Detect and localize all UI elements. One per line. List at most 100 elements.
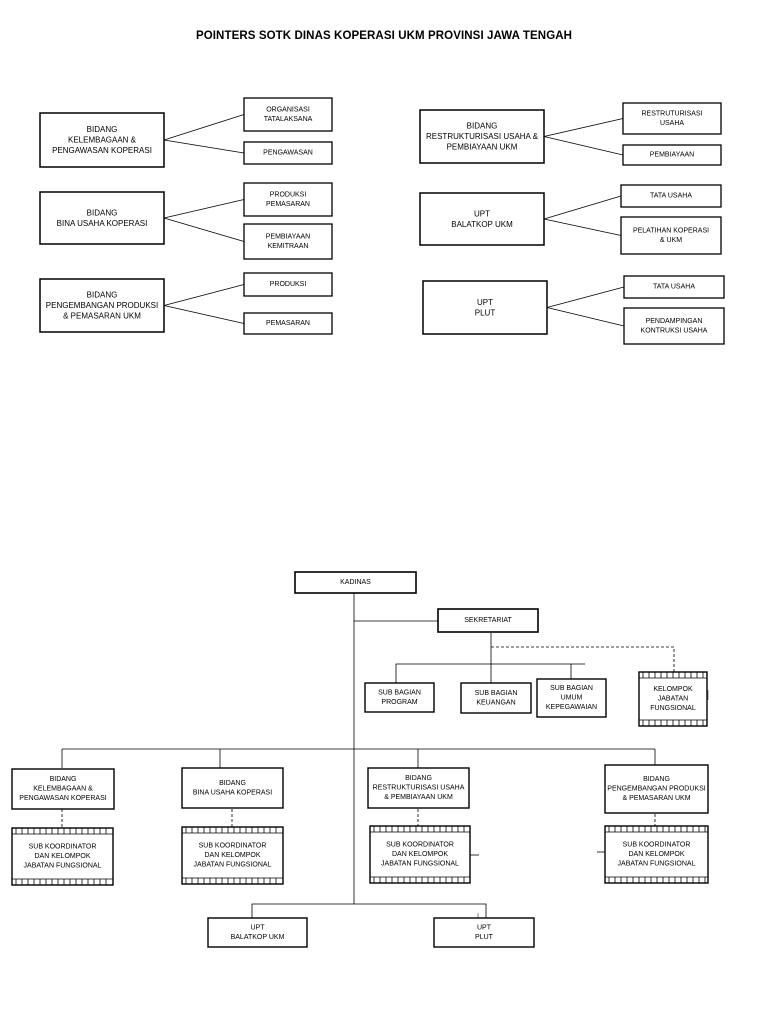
pointer-right-unit-1-label: BIDANG <box>467 122 498 131</box>
org-bidang-3-label: RESTRUKTURISASI USAHA <box>373 785 465 792</box>
org-sub-bagian-program-label: PROGRAM <box>381 699 417 706</box>
org-sub-koordinator-1-label: SUB KOORDINATOR <box>29 844 97 851</box>
pointer-right-unit-3-sub-1-frame <box>623 275 725 299</box>
org-sub-bagian-keuangan-label: SUB BAGIAN <box>475 690 518 697</box>
pointer-right-unit-1-sub-1-label: RESTRUTURISASI <box>641 110 702 117</box>
pointer-left-unit-2-sub-1-label: PEMASARAN <box>266 201 310 208</box>
org-kadinas-frame <box>294 571 417 594</box>
org-sub-koordinator-2-frame <box>181 826 284 885</box>
pointer-connector <box>163 305 245 324</box>
pointer-left-unit-3-frame <box>39 278 165 333</box>
pointer-right-unit-3-sub-2-frame <box>623 307 725 345</box>
pointer-left-unit-1-frame <box>39 112 165 168</box>
org-sub-koordinator-3-label: JABATAN FUNGSIONAL <box>381 861 459 868</box>
pointer-right-unit-1-sub-2-label: PEMBIAYAAN <box>650 152 694 159</box>
org-upt-plut-label: PLUT <box>475 934 494 941</box>
pointer-left-unit-2-label: BIDANG <box>87 208 118 217</box>
pointer-connector <box>543 136 624 156</box>
pointer-left-unit-1-label: PENGAWASAN KOPERASI <box>52 146 152 155</box>
pointer-right-unit-1-label: RESTRUKTURISASI USAHA & <box>426 132 539 141</box>
org-bidang-2-label: BIDANG <box>219 780 246 787</box>
org-sub-koordinator-1-label: DAN KELOMPOK <box>34 853 90 860</box>
pointer-connector <box>163 139 245 154</box>
pointer-left-unit-1-label: KELEMBAGAAN & <box>68 136 137 145</box>
pointer-right-unit-2-sub-2-label: & UKM <box>660 237 682 244</box>
pointer-left-unit-2-sub-1-frame <box>243 182 333 217</box>
upt-connector <box>251 903 487 918</box>
pointer-connector <box>543 218 622 236</box>
org-sub-koordinator-3-label: DAN KELOMPOK <box>392 851 448 858</box>
pointer-connector <box>546 307 625 327</box>
org-sekretariat-label: SEKRETARIAT <box>464 617 512 624</box>
org-sub-bagian-umum-label: UMUM <box>561 695 583 702</box>
org-sub-bagian-umum-label: SUB BAGIAN <box>550 685 593 692</box>
pointer-connector <box>163 114 245 141</box>
pointer-right-unit-3-sub-1-label: TATA USAHA <box>653 284 695 291</box>
pointer-left-unit-1-sub-1-label: ORGANISASI <box>266 106 310 113</box>
org-sub-koordinator-2-label: JABATAN FUNGSIONAL <box>194 862 272 869</box>
pointer-right-unit-3-label: PLUT <box>475 308 496 317</box>
org-sub-koordinator-3-label: SUB KOORDINATOR <box>386 842 454 849</box>
org-sekretariat-frame <box>437 608 539 633</box>
org-sub-koordinator-4-label: JABATAN FUNGSIONAL <box>618 861 696 868</box>
org-sub-bagian-umum-frame <box>536 678 607 718</box>
pointer-left-unit-2-label: BINA USAHA KOPERASI <box>57 219 148 228</box>
org-upt-balatkop-frame <box>207 917 308 948</box>
org-bidang-2-frame <box>181 767 284 809</box>
org-bidang-4-frame <box>604 764 709 814</box>
pointer-left-unit-3-sub-1-label: PRODUKSI <box>270 281 307 288</box>
org-kelompok-jabatan-frame <box>638 671 708 727</box>
pointer-left-unit-3-label: PENGEMBANGAN PRODUKSI <box>46 301 158 310</box>
pointer-right-unit-2-sub-1-label: TATA USAHA <box>650 193 692 200</box>
org-sub-koordinator-3-frame <box>369 825 471 884</box>
pointer-right-unit-2-sub-1-frame <box>620 184 722 208</box>
pointer-right-unit-3-label: UPT <box>477 298 493 307</box>
pointer-right-unit-2-frame <box>419 192 545 246</box>
pointer-right-unit-2-label: UPT <box>474 209 490 218</box>
pointer-right-unit-1-label: PEMBIAYAAN UKM <box>447 143 518 152</box>
pointer-left-unit-2-sub-2-frame <box>243 223 333 260</box>
org-sub-koordinator-4-label: DAN KELOMPOK <box>628 851 684 858</box>
org-bidang-1-label: BIDANG <box>50 776 77 783</box>
pointer-left-unit-1-sub-2-frame <box>243 141 333 165</box>
pointer-right-unit-2-sub-2-label: PELATIHAN KOPERASI <box>633 227 709 234</box>
org-upt-balatkop-label: UPT <box>251 924 266 931</box>
pointer-left-unit-3-sub-1-frame <box>243 272 333 297</box>
org-bidang-4-label: PENGEMBANGAN PRODUKSI <box>607 786 705 793</box>
org-sub-koordinator-2-label: DAN KELOMPOK <box>204 852 260 859</box>
pointer-left-unit-1-sub-1-frame <box>243 97 333 132</box>
org-bidang-2-label: BINA USAHA KOPERASI <box>193 789 272 796</box>
org-bidang-3-label: & PEMBIAYAAN UKM <box>384 794 453 801</box>
org-upt-plut-label: UPT <box>477 924 492 931</box>
pointer-connector <box>543 118 624 137</box>
org-bidang-1-label: PENGAWASAN KOPERASI <box>19 795 106 802</box>
org-sub-koordinator-1-frame <box>11 827 114 886</box>
pointer-left-unit-2-sub-2-label: PEMBIAYAAN <box>266 233 310 240</box>
pointer-right-unit-1-sub-2-frame <box>622 144 722 166</box>
org-bidang-4-label: & PEMASARAN UKM <box>622 795 690 802</box>
pointer-left-unit-1-sub-1-label: TATALAKSANA <box>264 116 313 123</box>
pointer-left-unit-1-label: BIDANG <box>87 125 118 134</box>
pointer-left-unit-2-sub-1-label: PRODUKSI <box>270 191 307 198</box>
org-sub-koordinator-2-label: SUB KOORDINATOR <box>199 843 267 850</box>
org-sub-bagian-program-label: SUB BAGIAN <box>378 689 421 696</box>
page-title: POINTERS SOTK DINAS KOPERASI UKM PROVINS… <box>195 30 573 42</box>
org-bidang-1-frame <box>11 768 115 810</box>
pointer-connector <box>163 199 245 219</box>
org-kadinas-label: KADINAS <box>340 579 371 586</box>
org-bidang-4-label: BIDANG <box>643 776 670 783</box>
pointer-right-unit-1-frame <box>419 109 545 164</box>
connector-line <box>395 663 585 683</box>
org-bidang-3-label: BIDANG <box>405 775 432 782</box>
org-kelompok-jabatan-label: JABATAN <box>658 696 688 703</box>
pointer-left-unit-3-sub-2-label: PEMASARAN <box>266 320 310 327</box>
org-sub-bagian-keuangan-label: KEUANGAN <box>476 699 515 706</box>
org-sub-bagian-program-frame <box>364 682 435 713</box>
org-upt-balatkop-label: BALATKOP UKM <box>231 934 285 941</box>
org-sub-koordinator-4-frame <box>604 825 709 884</box>
org-kelompok-jabatan-label: FUNGSIONAL <box>650 705 696 712</box>
pointer-left-unit-3-label: BIDANG <box>87 291 118 300</box>
pointer-left-unit-1-sub-2-label: PENGAWASAN <box>263 150 313 157</box>
pointer-connector <box>543 195 622 220</box>
